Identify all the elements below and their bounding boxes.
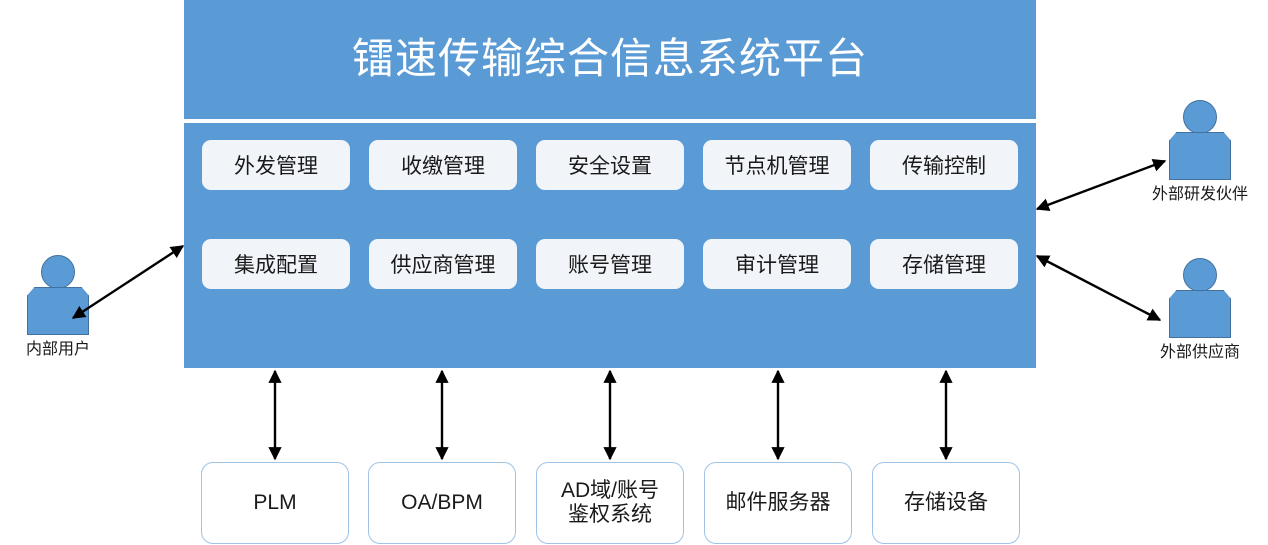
actor-internal-user[interactable]: 内部用户 — [8, 255, 108, 359]
person-head-icon — [41, 255, 75, 289]
system-box-label: AD域/账号鉴权系统 — [560, 478, 659, 526]
person-body-icon — [1169, 290, 1231, 338]
module-button-cunchu-guanli[interactable]: 存储管理 — [870, 239, 1018, 289]
module-button-anquan-shezhi[interactable]: 安全设置 — [536, 140, 684, 190]
module-button-jiedianji-guanli[interactable]: 节点机管理 — [703, 140, 851, 190]
page-title: 镭速传输综合信息系统平台 — [351, 35, 868, 82]
person-icon — [1169, 100, 1231, 180]
system-box-label: 存储设备 — [904, 490, 988, 514]
person-body-icon — [27, 287, 89, 335]
person-body-icon — [1169, 132, 1231, 180]
platform-panel: 镭速传输综合信息系统平台 外发管理 收缴管理 安全设置 节点机管理 传输控制 集… — [184, 0, 1036, 368]
system-box-mail-server[interactable]: 邮件服务器 — [704, 462, 852, 544]
person-head-icon — [1183, 258, 1217, 292]
module-button-chuanshu-kongzhi[interactable]: 传输控制 — [870, 140, 1018, 190]
person-head-icon — [1183, 100, 1217, 134]
module-row-2: 集成配置 供应商管理 账号管理 审计管理 存储管理 — [184, 239, 1036, 289]
system-box-ad-auth[interactable]: AD域/账号鉴权系统 — [536, 462, 684, 544]
system-box-plm[interactable]: PLM — [201, 462, 349, 544]
connector-platform-to-external-rd-partner — [1035, 158, 1167, 212]
module-button-gongyingshang-guanli[interactable]: 供应商管理 — [369, 239, 517, 289]
actor-label: 外部供应商 — [1159, 344, 1240, 361]
actor-label: 外部研发伙伴 — [1151, 186, 1248, 203]
module-button-jicheng-peizhi[interactable]: 集成配置 — [202, 239, 350, 289]
title-divider — [184, 119, 1036, 123]
module-button-shoujiao-guanli[interactable]: 收缴管理 — [369, 140, 517, 190]
system-box-label: PLM — [253, 490, 297, 514]
connector-platform-to-external-supplier — [1035, 254, 1162, 322]
actor-external-rd-partner[interactable]: 外部研发伙伴 — [1150, 100, 1250, 204]
module-grid: 外发管理 收缴管理 安全设置 节点机管理 传输控制 集成配置 供应商管理 账号管… — [184, 140, 1036, 289]
person-icon — [27, 255, 89, 335]
actor-label: 内部用户 — [25, 341, 90, 358]
module-button-shenji-guanli[interactable]: 审计管理 — [703, 239, 851, 289]
module-button-zhanghao-guanli[interactable]: 账号管理 — [536, 239, 684, 289]
actor-external-supplier[interactable]: 外部供应商 — [1150, 258, 1250, 362]
system-box-label: OA/BPM — [401, 490, 483, 514]
system-box-label: 邮件服务器 — [725, 490, 831, 514]
module-button-waifa-guanli[interactable]: 外发管理 — [202, 140, 350, 190]
system-box-oa-bpm[interactable]: OA/BPM — [368, 462, 516, 544]
system-box-storage-device[interactable]: 存储设备 — [872, 462, 1020, 544]
module-row-1: 外发管理 收缴管理 安全设置 节点机管理 传输控制 — [184, 140, 1036, 190]
person-icon — [1169, 258, 1231, 338]
